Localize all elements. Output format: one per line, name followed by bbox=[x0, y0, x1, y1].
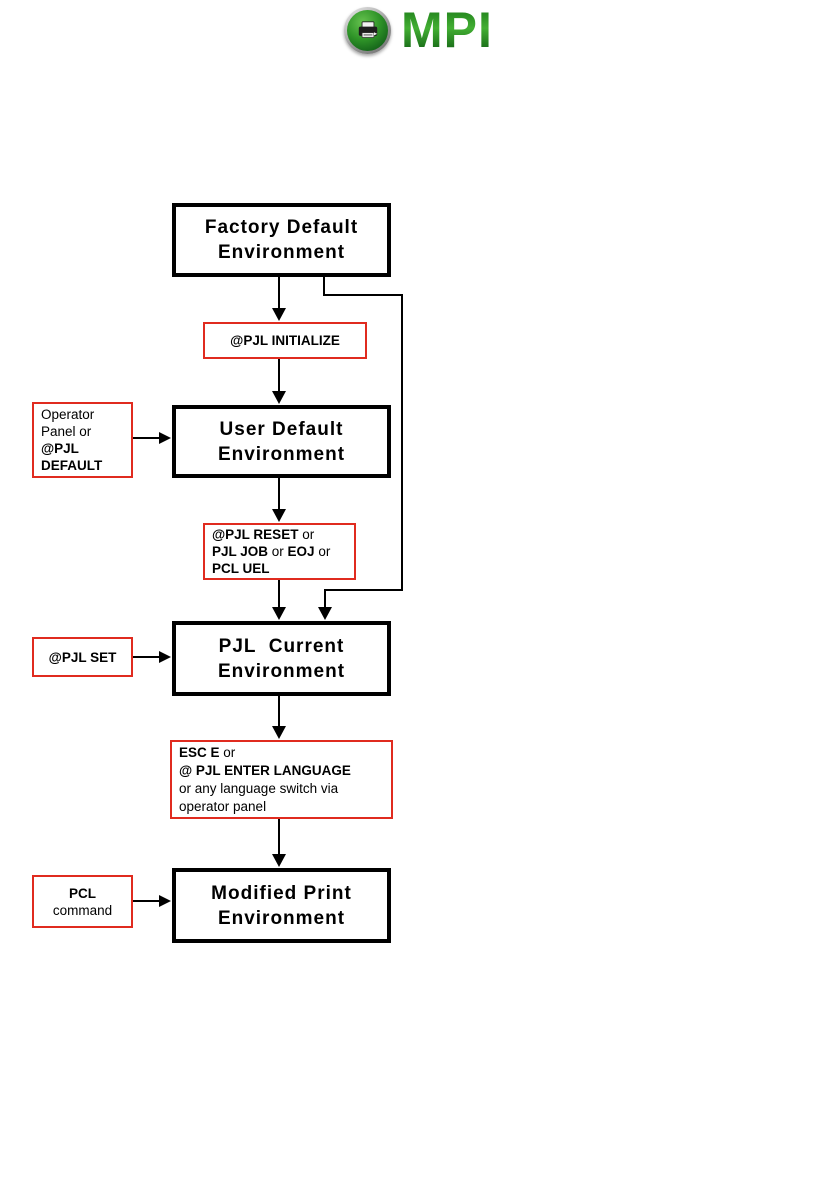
command-keyword: PJL JOB bbox=[212, 544, 269, 559]
bypass-line-segment bbox=[324, 589, 403, 591]
bypass-line-segment bbox=[401, 294, 403, 591]
mpi-logo-text: MPI bbox=[401, 2, 493, 58]
box-label-line: User Default bbox=[219, 418, 344, 440]
printer-icon bbox=[358, 20, 377, 38]
arrowhead-right-icon bbox=[159, 651, 171, 663]
operator-panel-default-box: Operator Panel or @PJL DEFAULT bbox=[32, 402, 133, 478]
modified-print-environment-box: Modified Print Environment bbox=[172, 868, 391, 943]
command-label-line: command bbox=[52, 902, 113, 918]
command-label-line: PJL JOB or EOJ or bbox=[212, 543, 352, 560]
command-label: @PJL SET bbox=[48, 649, 117, 665]
pjl-initialize-box: @PJL INITIALIZE bbox=[203, 322, 367, 359]
arrowhead-down-icon bbox=[272, 726, 286, 739]
command-connective: or bbox=[314, 544, 331, 559]
enter-language-box: ESC E or @ PJL ENTER LANGUAGE or any lan… bbox=[170, 740, 393, 819]
arrowhead-right-icon bbox=[159, 895, 171, 907]
bypass-line-segment bbox=[324, 589, 326, 608]
arrowhead-right-icon bbox=[159, 432, 171, 444]
arrowhead-down-icon bbox=[272, 391, 286, 404]
command-label-line: operator panel bbox=[179, 798, 267, 814]
arrowhead-down-icon bbox=[272, 509, 286, 522]
arrowhead-down-icon bbox=[272, 854, 286, 867]
connector-initialize-to-user bbox=[278, 359, 280, 392]
box-label-line: Factory Default bbox=[204, 217, 359, 238]
arrowhead-down-icon bbox=[318, 607, 332, 620]
command-label-line: PCL UEL bbox=[212, 560, 352, 577]
mpi-logo: MPI bbox=[344, 2, 493, 58]
command-label-line: ESC E or bbox=[179, 744, 389, 762]
bypass-line-segment bbox=[323, 277, 325, 296]
command-keyword: EOJ bbox=[287, 544, 315, 559]
arrowhead-down-icon bbox=[272, 607, 286, 620]
connector-user-to-reset bbox=[278, 478, 280, 510]
logo-globe bbox=[347, 10, 388, 51]
box-label-line: Environment bbox=[217, 443, 346, 465]
command-label-line: @PJL bbox=[41, 441, 79, 456]
command-label-line: PCL bbox=[69, 885, 96, 901]
connector-reset-to-current bbox=[278, 580, 280, 608]
command-keyword: PCL UEL bbox=[212, 561, 270, 576]
command-label-line: Panel or bbox=[41, 424, 92, 439]
command-label-line: @PJL RESET or bbox=[212, 526, 352, 543]
command-connective: or bbox=[219, 744, 236, 760]
pjl-reset-job-uel-box: @PJL RESET or PJL JOB or EOJ or PCL UEL bbox=[203, 523, 356, 580]
pjl-set-box: @PJL SET bbox=[32, 637, 133, 677]
connector-language-to-modified bbox=[278, 819, 280, 855]
arrowhead-down-icon bbox=[272, 308, 286, 321]
box-label-line: Environment bbox=[217, 242, 346, 263]
connector-factory-to-initialize bbox=[278, 277, 280, 309]
command-keyword: ESC E bbox=[179, 744, 220, 760]
connector-set-to-current bbox=[133, 656, 160, 658]
command-label-line: or any language switch via bbox=[179, 780, 339, 796]
connector-pcl-to-modified bbox=[133, 900, 160, 902]
user-default-environment-box: User Default Environment bbox=[172, 405, 391, 478]
box-label-line: Environment bbox=[217, 907, 346, 929]
pjl-current-environment-box: PJL Current Environment bbox=[172, 621, 391, 696]
box-label-line: PJL Current bbox=[218, 635, 345, 657]
command-keyword: @PJL RESET bbox=[212, 527, 299, 542]
command-label-line: Operator bbox=[41, 407, 95, 422]
command-label-line: @ PJL ENTER LANGUAGE bbox=[179, 762, 351, 778]
box-label-line: Modified Print bbox=[211, 882, 352, 904]
command-connective: or bbox=[268, 544, 288, 559]
box-label-line: Environment bbox=[217, 660, 346, 682]
command-connective: or bbox=[298, 527, 315, 542]
logo-ring bbox=[344, 7, 391, 54]
connector-current-to-language bbox=[278, 696, 280, 727]
factory-default-environment-box: Factory Default Environment bbox=[172, 203, 391, 277]
command-label: @PJL INITIALIZE bbox=[230, 333, 340, 348]
bypass-line-segment bbox=[323, 294, 403, 296]
connector-operator-to-user bbox=[133, 437, 160, 439]
pcl-command-box: PCL command bbox=[32, 875, 133, 928]
command-label-line: DEFAULT bbox=[41, 458, 103, 473]
